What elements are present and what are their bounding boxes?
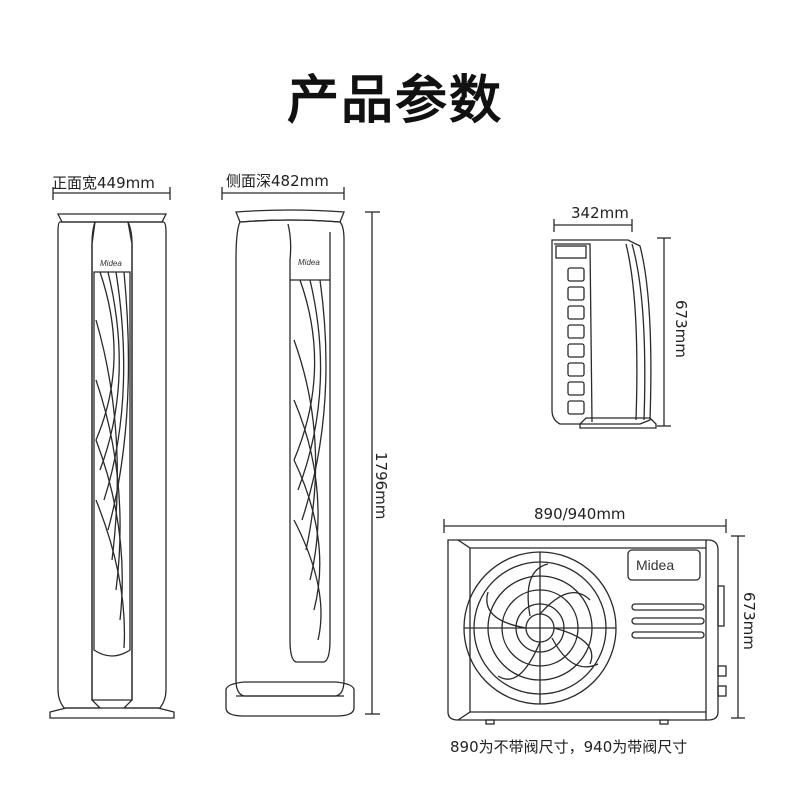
indoor-unit-side-view <box>225 209 355 717</box>
indoor-unit-front-view <box>49 213 175 719</box>
indoor-side-logo: Midea <box>298 258 320 267</box>
page-title: 产品参数 <box>286 71 503 131</box>
outdoor-side-depth-label: 342mm <box>571 204 629 222</box>
outdoor-side-depth-dimension-line <box>553 219 633 232</box>
indoor-height-dimension-line <box>365 211 380 715</box>
outdoor-side-height-dimension-line <box>657 237 671 427</box>
indoor-front-width-label: 正面宽449mm <box>52 174 155 192</box>
outdoor-front-height-dimension-line <box>731 535 745 719</box>
indoor-side-depth-label: 侧面深482mm <box>226 172 329 190</box>
outdoor-logo: Midea <box>636 557 674 573</box>
outdoor-front-width-label: 890/940mm <box>534 505 626 523</box>
indoor-front-logo: Midea <box>100 259 122 268</box>
front-width-dimension-line <box>52 187 171 200</box>
outdoor-unit-front-view <box>447 539 727 725</box>
outdoor-unit-side-view <box>551 239 657 429</box>
outdoor-front-width-dimension-line <box>443 519 727 533</box>
outdoor-footnote: 890为不带阀尺寸，940为带阀尺寸 <box>450 738 688 756</box>
side-depth-dimension-line <box>221 187 345 200</box>
